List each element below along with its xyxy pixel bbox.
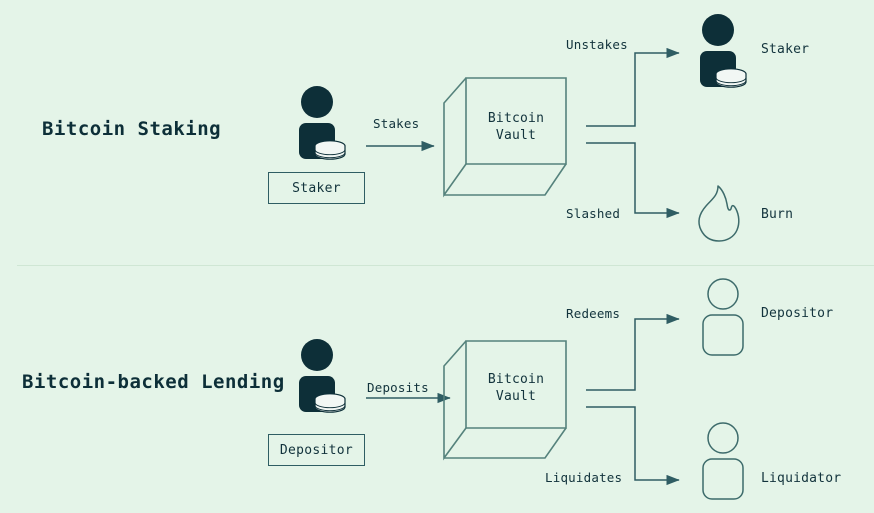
vault-label-top-line2: Vault (495, 128, 537, 143)
node-caption-depositor-out: Depositor (761, 306, 834, 321)
person-with-coins-filled-icon (700, 14, 747, 88)
edge-label-liquidates: Liquidates (545, 470, 623, 485)
edge-unstakes (586, 47, 680, 127)
section-title-bitcoin-staking: Bitcoin Staking (42, 118, 222, 140)
edge-label-unstakes: Unstakes (566, 37, 628, 52)
edge-label-stakes: Stakes (373, 116, 420, 131)
person-with-coins-filled-icon (299, 86, 346, 160)
person-outline-icon (702, 278, 744, 356)
edge-label-redeems: Redeems (566, 306, 621, 321)
person-outline-icon (702, 422, 744, 500)
person-with-coins-filled-icon (299, 339, 346, 413)
edge-slashed (586, 142, 680, 219)
vault-label-top-line1: Bitcoin (487, 111, 545, 126)
edge-label-slashed: Slashed (566, 206, 621, 221)
node-caption-liquidator: Liquidator (761, 471, 842, 486)
edge-label-deposits: Deposits (367, 380, 429, 395)
actor-box-depositor[interactable]: Depositor (268, 434, 365, 466)
actor-box-staker[interactable]: Staker (268, 172, 365, 204)
vault-label-bottom-line1: Bitcoin (487, 372, 545, 387)
vault-label-bottom-line2: Vault (495, 389, 537, 404)
edge-redeems (586, 313, 680, 391)
section-divider (17, 265, 874, 266)
node-caption-burn: Burn (761, 207, 794, 222)
section-title-bitcoin-backed-lending: Bitcoin-backed Lending (22, 371, 285, 393)
node-caption-staker-out: Staker (761, 42, 810, 57)
flame-outline-icon (698, 185, 740, 242)
